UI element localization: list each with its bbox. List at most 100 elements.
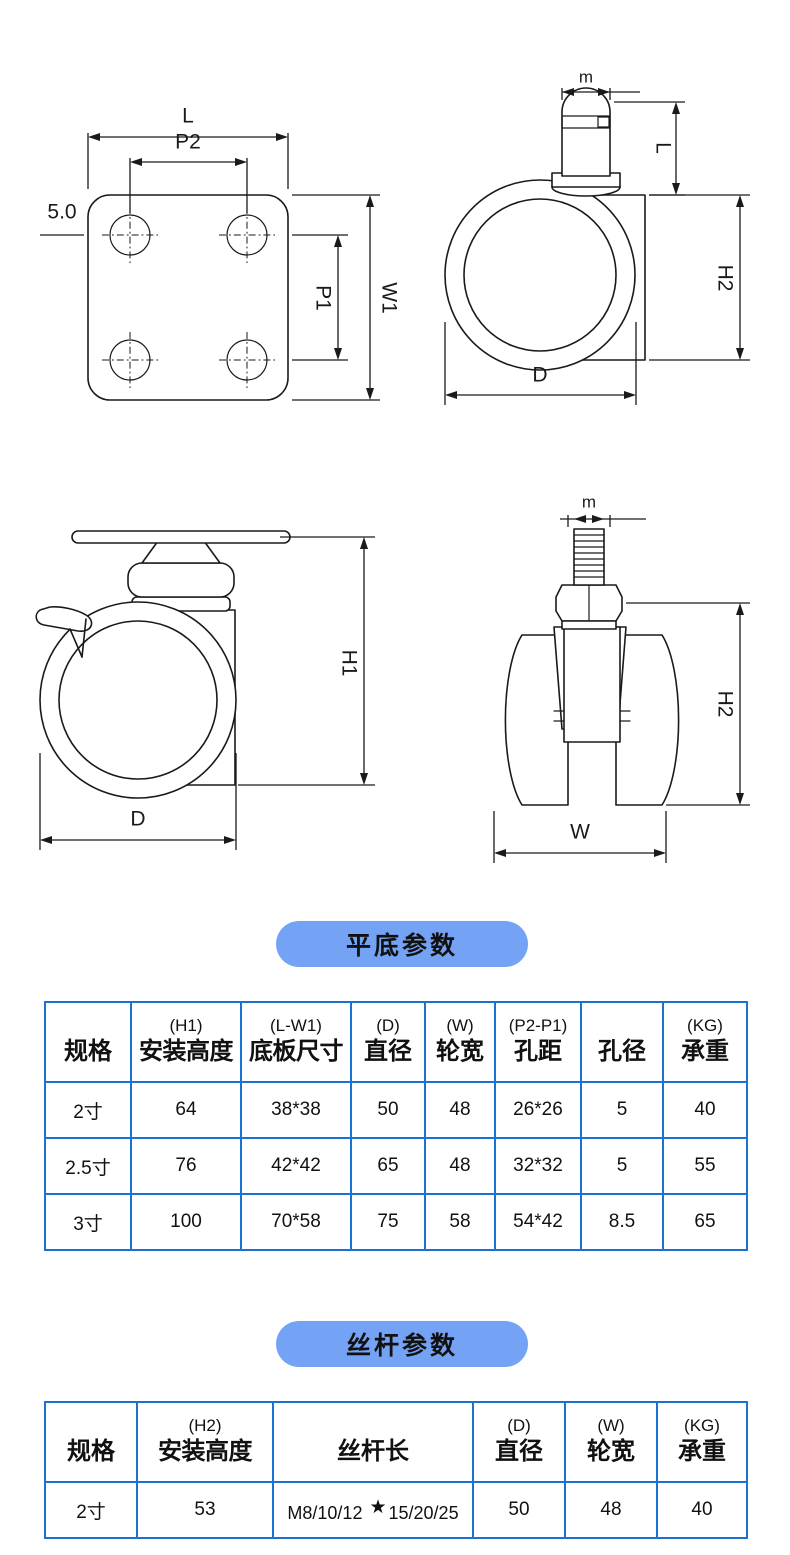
table-cell: 38*38	[240, 1081, 352, 1139]
dimension-thickness: 5.0	[40, 201, 84, 236]
section-badge-screw-stem: 丝杆参数	[276, 1321, 528, 1367]
column-header-label: 安装高度	[139, 1037, 234, 1065]
table-cell: 64	[130, 1081, 242, 1139]
table-cell: 48	[424, 1137, 496, 1195]
table-cell-size: 2寸	[44, 1481, 138, 1539]
screw-length-separator-star: ★	[369, 1496, 387, 1518]
top-plate-plan-view: L P2 W1	[30, 95, 410, 435]
dimension-H1: H1	[238, 536, 375, 786]
bolt-hole-bottom-right	[219, 332, 275, 388]
table-cell: 2寸	[44, 1081, 132, 1139]
swivel-neck	[141, 540, 221, 564]
table-cell: 76	[130, 1137, 242, 1195]
dimension-label-stem-length: L	[651, 142, 674, 154]
column-header-label: 承重	[678, 1437, 726, 1465]
dimension-stem-length: L	[614, 101, 685, 196]
column-header-2: (H1)安装高度	[130, 1001, 242, 1083]
table-cell: 5	[580, 1137, 664, 1195]
column-header-label: 轮宽	[587, 1437, 635, 1465]
column-header-3: 丝杆长	[272, 1401, 474, 1483]
dimension-label-P1: P1	[311, 285, 334, 311]
stem-grip-ring	[561, 115, 611, 129]
wheel-inner	[463, 198, 617, 352]
column-header-code: (D)	[507, 1415, 531, 1435]
dimension-label-D: D	[532, 364, 547, 387]
table-cell: 8.5	[580, 1193, 664, 1251]
table-cell: 100	[130, 1193, 242, 1251]
column-header-label: 底板尺寸	[249, 1037, 344, 1065]
column-header-label: 承重	[681, 1037, 729, 1065]
plate-caster-side-view: H1 D	[30, 515, 400, 870]
dimension-L: L	[87, 105, 289, 189]
column-header-label: 直径	[364, 1037, 412, 1065]
column-header-1: 规格	[44, 1401, 138, 1483]
dimension-H2: H2	[649, 194, 750, 361]
stem-grip-notch	[597, 116, 610, 128]
dimension-P2: P2	[129, 131, 248, 213]
column-header-code	[48, 1416, 134, 1436]
table-cell: 26*26	[494, 1081, 582, 1139]
table-header-row: 规格(H1)安装高度(L-W1)底板尺寸(D)直径(W)轮宽(P2-P1)孔距孔…	[44, 1001, 748, 1083]
table-cell: 48	[424, 1081, 496, 1139]
dimension-W1: W1	[292, 194, 400, 401]
column-header-8: (KG)承重	[662, 1001, 748, 1083]
column-header-label: 安装高度	[158, 1437, 253, 1465]
wheel-left	[504, 634, 569, 806]
column-header-code: (D)	[376, 1015, 400, 1035]
raceway-upper-disc	[127, 562, 235, 598]
column-header-1: 规格	[44, 1001, 132, 1083]
table-cell: 32*32	[494, 1137, 582, 1195]
dimension-label-H1: H1	[337, 650, 360, 677]
hub-block	[563, 626, 621, 743]
dimension-label-D: D	[130, 808, 145, 831]
dimension-label-H2: H2	[713, 691, 736, 718]
table-cell: 42*42	[240, 1137, 352, 1195]
column-header-code: (W)	[446, 1015, 474, 1035]
column-header-code	[276, 1416, 470, 1436]
table-header-row: 规格(H2)安装高度丝杆长(D)直径(W)轮宽(KG)承重	[44, 1401, 748, 1483]
column-header-label: 丝杆长	[337, 1437, 409, 1465]
dimension-label-m: m	[582, 492, 596, 511]
wheel-right	[615, 634, 680, 806]
dimension-m: m	[561, 67, 640, 100]
column-header-5: (W)轮宽	[564, 1401, 658, 1483]
dimension-label-thickness: 5.0	[47, 201, 76, 224]
column-header-5: (W)轮宽	[424, 1001, 496, 1083]
table-cell: 40	[662, 1081, 748, 1139]
column-header-code: (H2)	[188, 1415, 222, 1435]
table-cell-load: 40	[656, 1481, 748, 1539]
dimension-label-W1: W1	[377, 282, 400, 314]
table-cell-height: 53	[136, 1481, 274, 1539]
table-cell: 5	[580, 1081, 664, 1139]
column-header-code: (KG)	[687, 1015, 723, 1035]
table-cell-width: 48	[564, 1481, 658, 1539]
column-header-code: (W)	[597, 1415, 625, 1435]
column-header-code: (KG)	[684, 1415, 720, 1435]
threaded-stem	[573, 528, 605, 586]
stem-caster-side-view: m L H2	[440, 67, 790, 430]
brake-lever-icon	[35, 606, 93, 658]
table-cell: 54*42	[494, 1193, 582, 1251]
dimension-label-m: m	[579, 67, 593, 86]
column-header-3: (L-W1)底板尺寸	[240, 1001, 352, 1083]
bolt-hole-top-left	[102, 207, 158, 263]
table-cell: 65	[662, 1193, 748, 1251]
column-header-4: (D)直径	[472, 1401, 566, 1483]
table-cell: 75	[350, 1193, 426, 1251]
column-header-label: 规格	[64, 1037, 112, 1065]
dimension-H2: H2	[626, 602, 750, 806]
dimension-label-W: W	[570, 821, 590, 844]
column-header-4: (D)直径	[350, 1001, 426, 1083]
dimension-label-P2: P2	[175, 131, 201, 154]
dimension-m: m	[560, 492, 646, 527]
dimension-label-L: L	[182, 105, 194, 128]
table-cell-screw-length: M8/10/12 ★15/20/25	[272, 1481, 474, 1539]
column-header-label: 轮宽	[436, 1037, 484, 1065]
table-cell: 70*58	[240, 1193, 352, 1251]
